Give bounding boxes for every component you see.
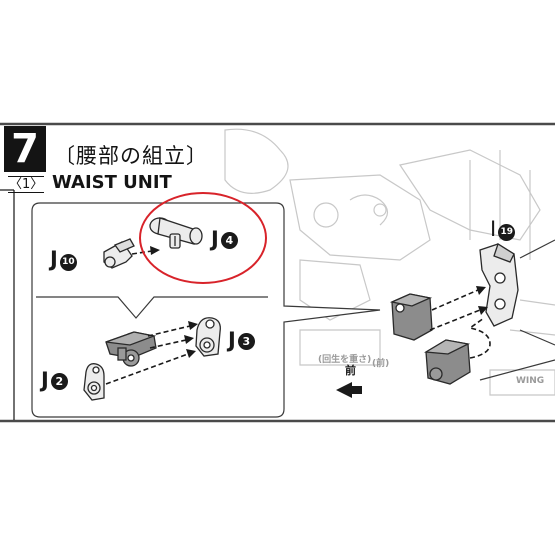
arrow-j10-to-j4 (131, 250, 153, 255)
part-number-badge: 19 (498, 224, 516, 241)
step-number: 7 (4, 126, 46, 172)
part-i19-drawing (479, 243, 519, 327)
front-direction-label: 前 (345, 364, 356, 377)
background-assembly-sketch (224, 128, 555, 396)
panel-divider (36, 296, 268, 319)
part-number-badge: 2 (50, 373, 68, 390)
part-letter: J (211, 227, 219, 251)
part-letter: J (41, 368, 49, 392)
arrows-right-area (429, 289, 491, 359)
front-direction-arrow (336, 382, 362, 398)
part-number-badge: 3 (237, 333, 255, 350)
part-letter: J (50, 247, 58, 271)
part-right-upper-gray (389, 293, 433, 341)
part-j3-drawing (195, 317, 221, 357)
background-text-note: (回生を重さ) (318, 355, 372, 365)
part-j4-drawing (149, 217, 203, 249)
substep-label: 〈1〉 (8, 176, 45, 193)
arrows-lower-panel (105, 325, 191, 385)
part-j10-drawing (103, 238, 135, 269)
highlight-circle (139, 192, 267, 284)
part-number-badge: 4 (220, 232, 238, 249)
step-title-english: WAIST UNIT (52, 172, 172, 193)
part-number-badge: 10 (59, 254, 77, 271)
background-text-wing: WING (516, 376, 545, 386)
part-letter: J (228, 328, 236, 352)
part-letter: I (490, 217, 497, 241)
part-gray-body-drawing (105, 331, 157, 367)
part-right-lower-gray (423, 339, 471, 385)
background-text-front: (前) (372, 359, 390, 369)
step-title-japanese: 〔腰部の組立〕 (54, 144, 208, 168)
part-j2-drawing (83, 363, 105, 401)
